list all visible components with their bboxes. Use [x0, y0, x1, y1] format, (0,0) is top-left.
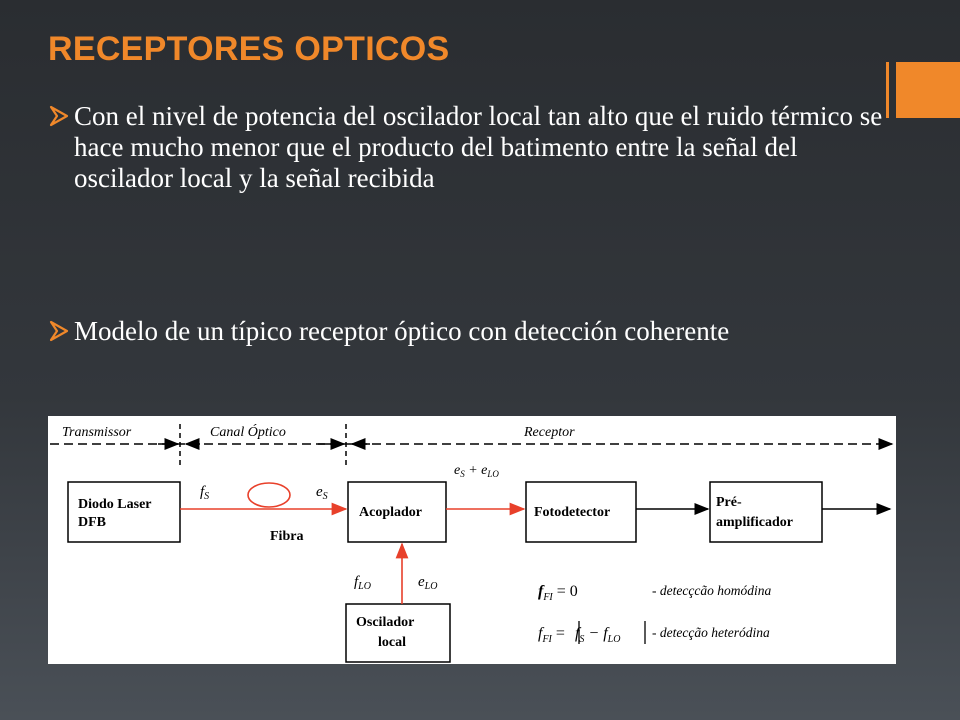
flo-label: fLO — [354, 574, 371, 592]
accent-box — [896, 62, 960, 118]
photodetector-label: Fotodetector — [534, 505, 610, 520]
laser-block — [67, 481, 181, 543]
section-label-transmitter: Transmissor — [62, 425, 132, 440]
section-label-receiver: Receptor — [523, 425, 575, 440]
homodyne-description: - detecçcão homódina — [652, 583, 771, 598]
fiber-coil-icon — [247, 482, 291, 508]
coupler-label: Acoplador — [359, 505, 422, 520]
arrow-bullet-icon — [49, 320, 69, 342]
accent-line — [886, 62, 889, 118]
coupler-block — [347, 481, 447, 543]
es-label: eS — [316, 484, 328, 502]
heterodyne-description: - detecção heteródina — [652, 625, 770, 640]
coherent-receiver-diagram: Transmissor Canal Óptico Receptor Diodo … — [48, 416, 896, 664]
oscillator-label-2: local — [378, 635, 406, 650]
diagram-svg: Transmissor Canal Óptico Receptor Diodo … — [50, 423, 894, 663]
photodetector-block — [525, 481, 637, 543]
sum-signal-label: eS + eLO — [454, 463, 499, 479]
oscillator-block — [345, 603, 451, 663]
section-label-channel: Canal Óptico — [210, 423, 286, 440]
bullet-text-1: Con el nivel de potencia del oscilador l… — [74, 101, 883, 193]
bullet-item-1: Con el nivel de potencia del oscilador l… — [48, 101, 898, 194]
laser-label-2: DFB — [78, 515, 106, 530]
homodyne-formula: fFI= 0 — [538, 583, 578, 603]
preamp-label-1: Pré- — [716, 495, 742, 510]
arrow-bullet-icon — [49, 105, 69, 127]
bullet-item-2: Modelo de un típico receptor óptico con … — [48, 316, 898, 347]
laser-label-1: Diodo Laser — [78, 497, 152, 512]
elo-label: eLO — [418, 574, 437, 592]
preamp-label-2: amplificador — [716, 515, 793, 530]
preamp-block — [709, 481, 823, 543]
slide-title: RECEPTORES OPTICOS — [48, 30, 450, 68]
oscillator-label-1: Oscilador — [356, 615, 414, 630]
fiber-label: Fibra — [270, 529, 303, 544]
bullet-text-2: Modelo de un típico receptor óptico con … — [74, 316, 730, 346]
section-divider — [50, 424, 894, 468]
fs-label: fS — [200, 484, 209, 502]
